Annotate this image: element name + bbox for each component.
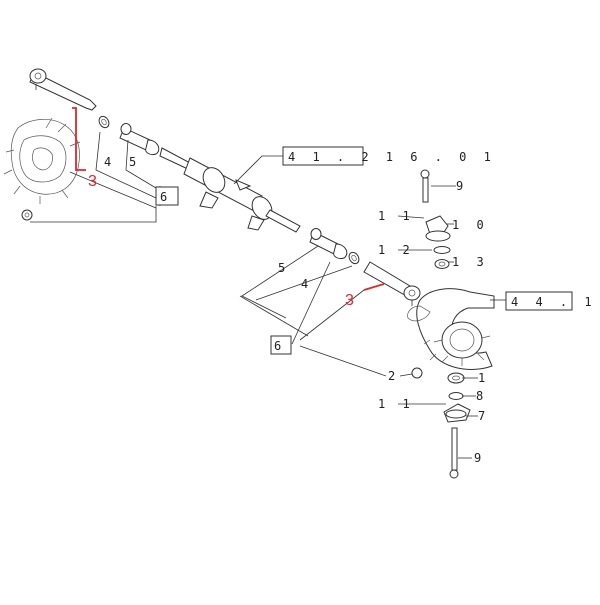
kingpin-cap-lower <box>443 403 471 423</box>
callout-numbers: 3 3 4 5 5 4 2 9 1 1 1 0 1 2 1 3 1 8 1 1 … <box>88 155 490 465</box>
callout-8[interactable]: 8 <box>476 389 488 403</box>
right-steering-knuckle <box>407 288 495 370</box>
ref-text-44: 4 4 . 1 0 1 <box>511 295 600 309</box>
small-nut-right <box>411 367 423 379</box>
callout-13[interactable]: 1 3 <box>452 255 489 269</box>
callout-10[interactable]: 1 0 <box>452 218 489 232</box>
left-axle-housing <box>3 117 81 204</box>
red-leader-upper <box>72 107 86 171</box>
ring-lower <box>348 251 360 265</box>
callout-4-lower[interactable]: 4 <box>301 277 313 291</box>
ref-text-41: 4 1 . 2 1 6 . 0 1 <box>288 150 496 164</box>
box-6-upper[interactable]: 6 <box>155 186 179 206</box>
tie-rod-end-upper <box>29 68 97 111</box>
callout-4-upper[interactable]: 4 <box>104 155 116 169</box>
ring-upper <box>98 115 110 129</box>
shim-lower <box>448 392 464 400</box>
bolt-lower <box>449 427 459 479</box>
ref-box-44[interactable]: 4 4 . 1 0 1 <box>505 291 600 311</box>
tie-rod-end-lower <box>363 261 421 306</box>
shim-upper <box>433 246 451 254</box>
bearing-lower <box>447 372 465 384</box>
callout-1[interactable]: 1 <box>478 371 490 385</box>
callout-7[interactable]: 7 <box>478 409 490 423</box>
box-6-lower[interactable]: 6 <box>270 335 292 355</box>
ball-joint-lower <box>309 228 348 259</box>
callout-11-top[interactable]: 1 1 <box>378 209 415 223</box>
ball-joint-upper <box>119 123 160 155</box>
steering-cylinder <box>159 147 301 233</box>
small-nut-left <box>21 209 33 221</box>
callout-2[interactable]: 2 <box>388 369 400 383</box>
callout-11-bottom[interactable]: 1 1 <box>378 397 415 411</box>
box-6-lower-text: 6 <box>274 339 286 353</box>
callout-9-top[interactable]: 9 <box>456 179 468 193</box>
callout-5-upper[interactable]: 5 <box>129 155 141 169</box>
callout-9-bottom[interactable]: 9 <box>474 451 486 465</box>
ref-box-41[interactable]: 4 1 . 2 1 6 . 0 1 <box>282 146 496 166</box>
callout-5-lower[interactable]: 5 <box>278 261 290 275</box>
box-6-upper-text: 6 <box>160 190 172 204</box>
callout-3-upper[interactable]: 3 <box>88 173 97 190</box>
red-leaders <box>72 107 385 291</box>
red-leader-lower <box>363 283 385 291</box>
kingpin-cap-upper <box>425 215 451 242</box>
bearing-upper <box>434 259 450 269</box>
callout-12[interactable]: 1 2 <box>378 243 415 257</box>
callout-3-lower[interactable]: 3 <box>345 292 354 309</box>
bolt-upper <box>420 169 430 203</box>
